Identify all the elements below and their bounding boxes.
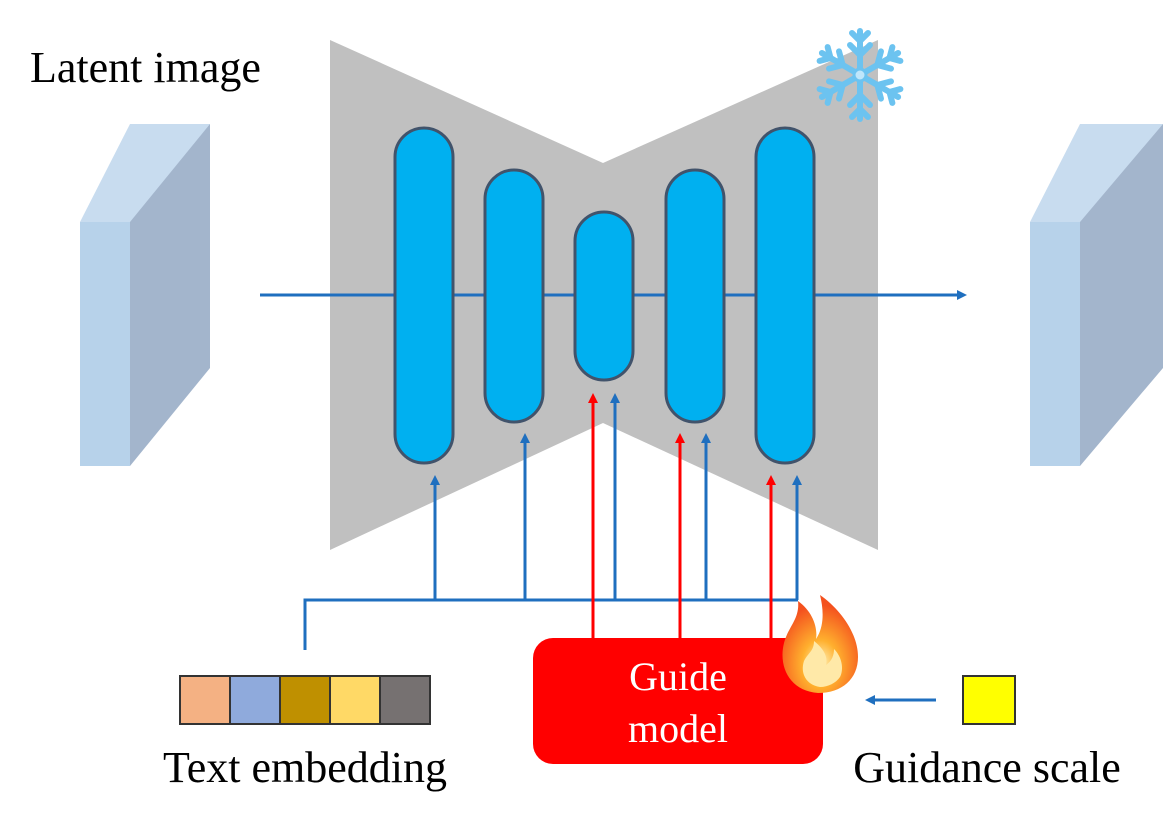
guidance-scale-label: Guidance scale <box>853 743 1121 792</box>
unet-block-4 <box>664 168 726 424</box>
text-embedding-cell <box>179 675 231 725</box>
text-embedding-label: Text embedding <box>163 743 447 792</box>
fire-icon <box>782 595 858 693</box>
text-embedding-cell <box>379 675 431 725</box>
unet-block-1 <box>393 126 455 465</box>
guidance-scale-box <box>962 675 1016 725</box>
latent-image-label: Latent image <box>30 43 261 92</box>
unet-block-2 <box>483 168 545 424</box>
guide-model-label-line1: Guide <box>629 654 727 699</box>
guide-model-box <box>533 638 823 764</box>
input-latent-image <box>80 124 210 466</box>
guide-model-label-line2: model <box>628 706 728 751</box>
text-embedding-strip <box>179 675 431 725</box>
text-embedding-cell <box>329 675 381 725</box>
text-embedding-bus <box>303 598 798 650</box>
text-embedding-cell <box>229 675 281 725</box>
text-embedding-cell <box>279 675 331 725</box>
unet-block-5 <box>754 126 816 465</box>
snowflake-icon <box>817 28 903 119</box>
unet-block-3 <box>573 210 635 382</box>
output-latent-image <box>1030 124 1163 466</box>
